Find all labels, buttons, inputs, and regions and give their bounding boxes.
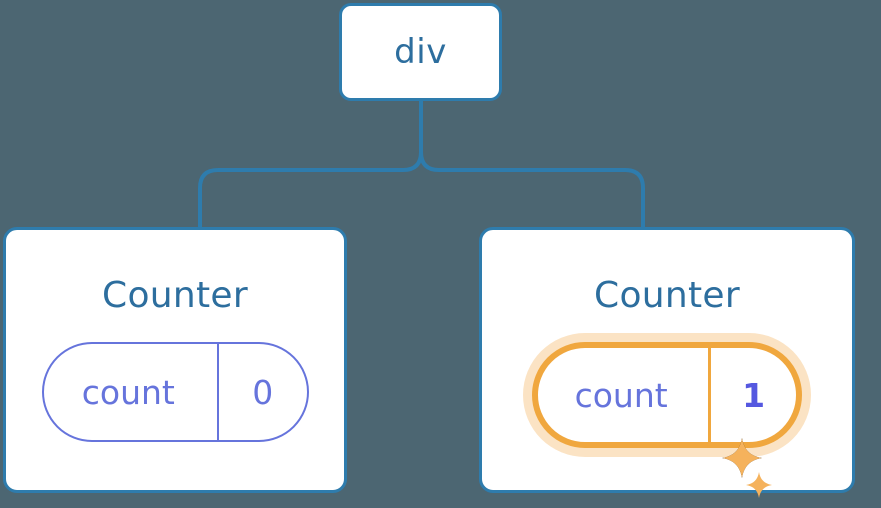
connector-layer: [198, 99, 645, 231]
state-pill-wrapper-left: count 0: [41, 342, 309, 442]
component-tree-diagram: div Counter count 0 Counter count 1: [3, 3, 855, 498]
state-pill-divider-left: [217, 344, 220, 440]
node-counter-right-title: Counter: [594, 275, 740, 316]
node-counter-left[interactable]: Counter count 0: [3, 227, 347, 493]
state-key-left: count: [81, 372, 175, 412]
connector-root-to-left: [198, 99, 423, 231]
sparkle-group: [720, 438, 780, 508]
state-value-right: 1: [742, 375, 766, 415]
connector-root-to-right: [419, 99, 645, 231]
node-div-label: div: [394, 32, 447, 72]
state-pill-divider-right: [708, 348, 712, 442]
state-pill-right[interactable]: count 1: [532, 342, 802, 448]
node-counter-left-title: Counter: [102, 275, 248, 316]
node-counter-right[interactable]: Counter count 1: [479, 227, 855, 498]
state-pill-left[interactable]: count 0: [41, 342, 309, 442]
node-div[interactable]: div: [339, 3, 502, 101]
state-key-right: count: [574, 375, 668, 415]
state-value-left: 0: [252, 372, 274, 412]
state-pill-wrapper-right: count 1: [532, 342, 802, 498]
